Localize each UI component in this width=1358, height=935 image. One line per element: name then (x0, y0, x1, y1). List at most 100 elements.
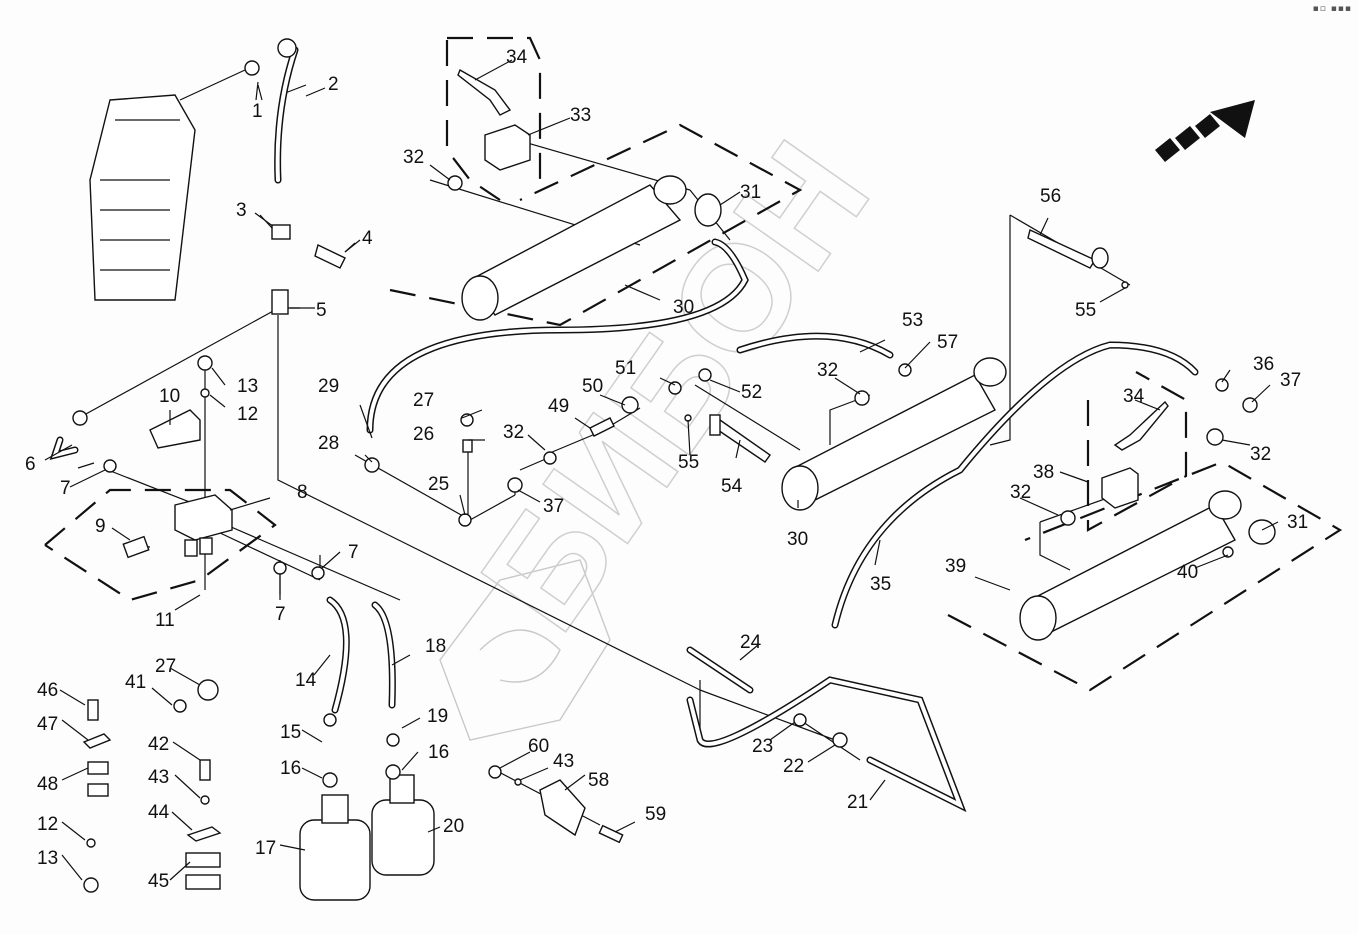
callout-12a: 12 (237, 404, 258, 425)
callout-12b: 12 (37, 814, 58, 835)
callout-10: 10 (159, 386, 180, 407)
callout-28: 28 (318, 433, 339, 454)
callout-24: 24 (740, 632, 762, 653)
callout-22: 22 (783, 756, 804, 777)
callout-37b: 37 (543, 496, 564, 517)
callout-23: 23 (752, 736, 773, 757)
callout-25: 25 (428, 474, 449, 495)
callout-54: 54 (721, 476, 743, 497)
callout-35: 35 (870, 574, 891, 595)
callout-34b: 34 (1123, 386, 1145, 407)
callout-56: 56 (1040, 186, 1061, 207)
handle-34-lower (1113, 400, 1169, 451)
callout-52: 52 (741, 382, 762, 403)
callout-19: 19 (427, 706, 448, 727)
fittings (72, 38, 1276, 844)
callout-16b: 16 (428, 742, 449, 763)
callout-36: 36 (1253, 354, 1274, 375)
callout-32a: 32 (403, 147, 424, 168)
callout-50: 50 (582, 376, 603, 397)
callout-40: 40 (1177, 562, 1198, 583)
callout-9: 9 (95, 516, 106, 537)
cylinder-upper (461, 175, 687, 321)
assembly-boundary-33 (445, 40, 501, 201)
callout-32d: 32 (1250, 444, 1271, 465)
accumulator-17 (299, 794, 371, 901)
callout-6: 6 (25, 454, 36, 475)
callout-58: 58 (588, 770, 609, 791)
callout-27a: 27 (413, 390, 434, 411)
accumulator-20 (371, 774, 435, 876)
callout-32c: 32 (817, 360, 838, 381)
assembly-boundary-8 (44, 488, 277, 602)
callout-26: 26 (413, 424, 434, 445)
handle-34-upper (457, 68, 512, 116)
callout-20: 20 (443, 816, 464, 837)
cylinder-lower (1019, 490, 1242, 641)
callout-33: 33 (570, 105, 591, 126)
callout-46: 46 (37, 680, 58, 701)
callout-39: 39 (945, 556, 966, 577)
callout-31a: 31 (740, 182, 761, 203)
direction-arrow-icon (1155, 100, 1255, 162)
callout-29: 29 (318, 376, 339, 397)
callout-14: 14 (295, 670, 317, 691)
callout-15: 15 (280, 722, 301, 743)
clamp-parts (82, 699, 222, 893)
callout-30b: 30 (787, 529, 808, 550)
watermark-logo-icon (439, 559, 611, 741)
corner-toolbar[interactable]: ▪▫ ▪▪▪ (1312, 4, 1352, 14)
callout-13a: 13 (237, 376, 258, 397)
callout-41: 41 (125, 672, 146, 693)
callout-1: 1 (252, 101, 263, 122)
callout-2: 2 (328, 74, 339, 95)
callout-7b: 7 (348, 542, 359, 563)
callout-8: 8 (297, 482, 308, 503)
valve-block-8 (122, 494, 233, 559)
callout-11: 11 (155, 610, 175, 631)
callout-27b: 27 (155, 656, 176, 677)
callout-5: 5 (316, 300, 327, 321)
callout-44: 44 (148, 802, 170, 823)
control-valve-bank (89, 94, 196, 301)
callout-49: 49 (548, 396, 569, 417)
callout-55a: 55 (678, 452, 699, 473)
callout-43a: 43 (148, 767, 169, 788)
callout-3: 3 (236, 200, 247, 221)
bracket-10 (149, 409, 201, 449)
callout-21: 21 (847, 792, 868, 813)
callout-13b: 13 (37, 848, 58, 869)
callout-60: 60 (528, 736, 549, 757)
callout-32b: 32 (503, 422, 524, 443)
callout-55b: 55 (1075, 300, 1096, 321)
pin-54 (709, 414, 771, 463)
valve-block-38 (1101, 467, 1139, 509)
pin-56 (1027, 229, 1109, 269)
valve-block-33 (484, 124, 531, 171)
callout-47: 47 (37, 714, 58, 735)
callout-42: 42 (148, 734, 169, 755)
callout-48: 48 (37, 774, 58, 795)
callout-32e: 32 (1010, 482, 1031, 503)
callout-16a: 16 (280, 758, 301, 779)
callout-4: 4 (362, 228, 373, 249)
callout-43b: 43 (553, 751, 574, 772)
assembly-boundary-30-top (389, 123, 803, 327)
cylinder-middle (781, 357, 1007, 511)
watermark-logo-swirl (479, 629, 561, 683)
callout-30a: 30 (673, 297, 694, 318)
callout-7c: 7 (275, 604, 286, 625)
callout-59: 59 (645, 804, 666, 825)
callout-38: 38 (1033, 462, 1054, 483)
assembly-boundary-33-right (447, 36, 542, 190)
assembly-boundary-38 (1086, 371, 1188, 532)
assembly-boundary-39 (947, 460, 1343, 692)
callout-51: 51 (615, 358, 636, 379)
callout-37a: 37 (1280, 370, 1301, 391)
callout-labels: 1 2 3 4 5 6 7 7 7 8 9 10 11 12 12 13 13 … (25, 47, 1308, 892)
callout-31b: 31 (1287, 512, 1308, 533)
callout-34a: 34 (506, 47, 528, 68)
callout-leaders (44, 59, 1279, 881)
callout-18: 18 (425, 636, 446, 657)
